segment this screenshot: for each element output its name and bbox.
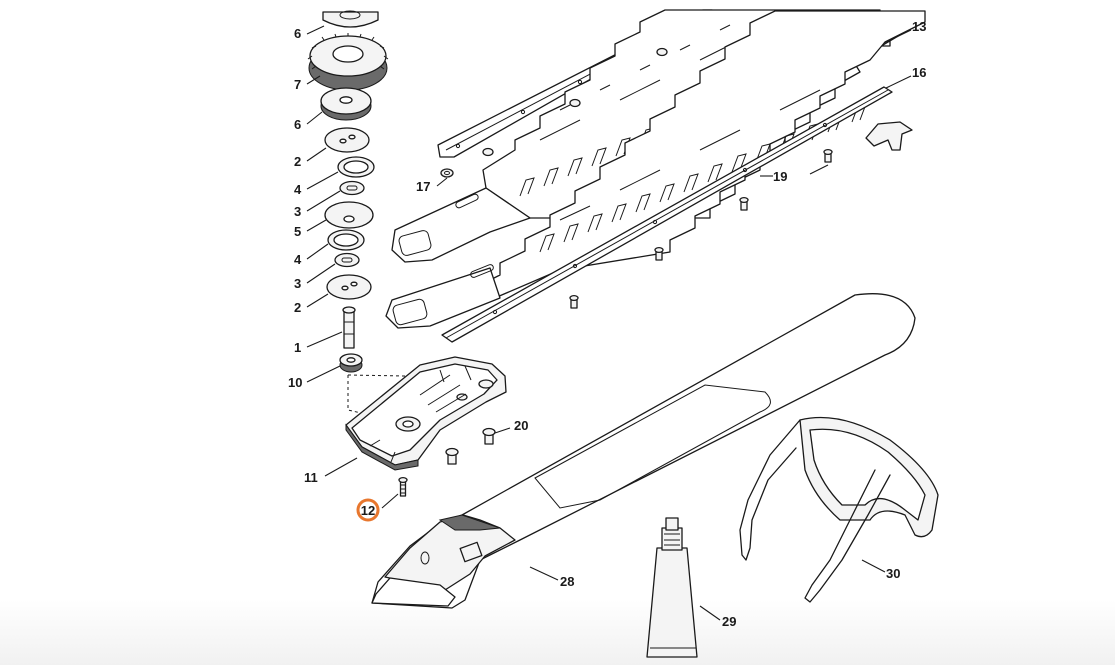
callout-19: 19: [773, 169, 787, 184]
callout-30: 30: [886, 566, 900, 581]
callout-20: 20: [514, 418, 528, 433]
callout-7: 7: [294, 77, 301, 92]
callout-2-lower: 2: [294, 300, 301, 315]
blade-screws: [440, 47, 833, 309]
gear-housing: [345, 356, 507, 497]
callout-12-highlight[interactable]: 12: [356, 498, 380, 522]
callout-13: 13: [912, 19, 926, 34]
callout-16: 16: [912, 65, 926, 80]
callout-labels: 6 7 6 2 4 3 5 4 3 2 1 10 11 17 20 13 16 …: [288, 19, 926, 629]
safety-glasses: [739, 416, 939, 603]
callout-10: 10: [288, 375, 302, 390]
callout-29: 29: [722, 614, 736, 629]
bottom-fade: [0, 600, 1115, 665]
grease-tube: [646, 517, 698, 658]
callout-6-top: 6: [294, 26, 301, 41]
highlight-circle: [356, 498, 380, 522]
leader-lines: [306, 25, 912, 621]
callout-5: 5: [294, 224, 301, 239]
callout-28: 28: [560, 574, 574, 589]
cutter-blade-assembly: [385, 9, 926, 343]
gear-stack: [307, 10, 389, 373]
callout-4-lower: 4: [294, 252, 302, 267]
blade-scabbard: [371, 293, 916, 609]
callout-6: 6: [294, 117, 301, 132]
callout-11: 11: [304, 470, 318, 485]
callout-17: 17: [416, 179, 430, 194]
callout-3-lower: 3: [294, 276, 301, 291]
callout-2-upper: 2: [294, 154, 301, 169]
callout-12: 12: [361, 503, 375, 518]
callout-3-upper: 3: [294, 204, 301, 219]
callout-1: 1: [294, 340, 301, 355]
callout-4-upper: 4: [294, 182, 302, 197]
